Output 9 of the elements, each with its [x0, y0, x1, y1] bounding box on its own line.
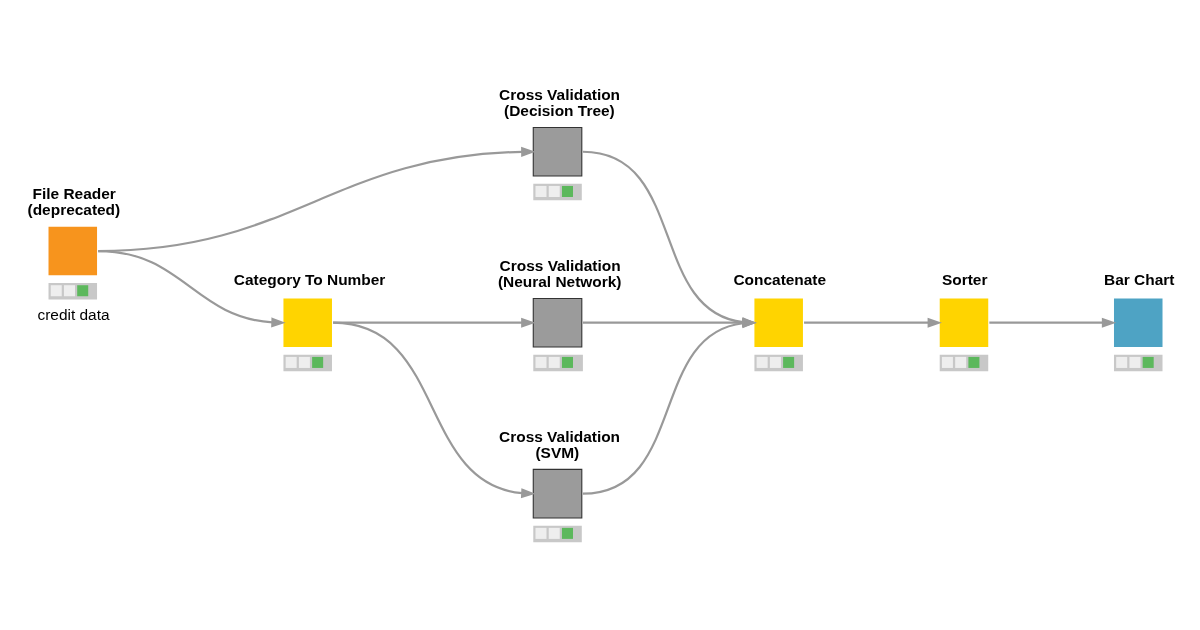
node-label: Sorter — [941, 271, 988, 289]
node-label: credit data — [37, 305, 110, 323]
node-label: Category To Number — [233, 271, 386, 289]
node-label: Concatenate — [733, 271, 827, 289]
node-label: Cross Validation (SVM) — [499, 428, 621, 461]
node-label: Cross Validation (Decision Tree) — [499, 86, 621, 119]
node-label: Bar Chart — [1104, 271, 1175, 289]
node-label: Cross Validation (Neural Network) — [497, 257, 622, 290]
node-label: File Reader (deprecated) — [27, 185, 121, 218]
